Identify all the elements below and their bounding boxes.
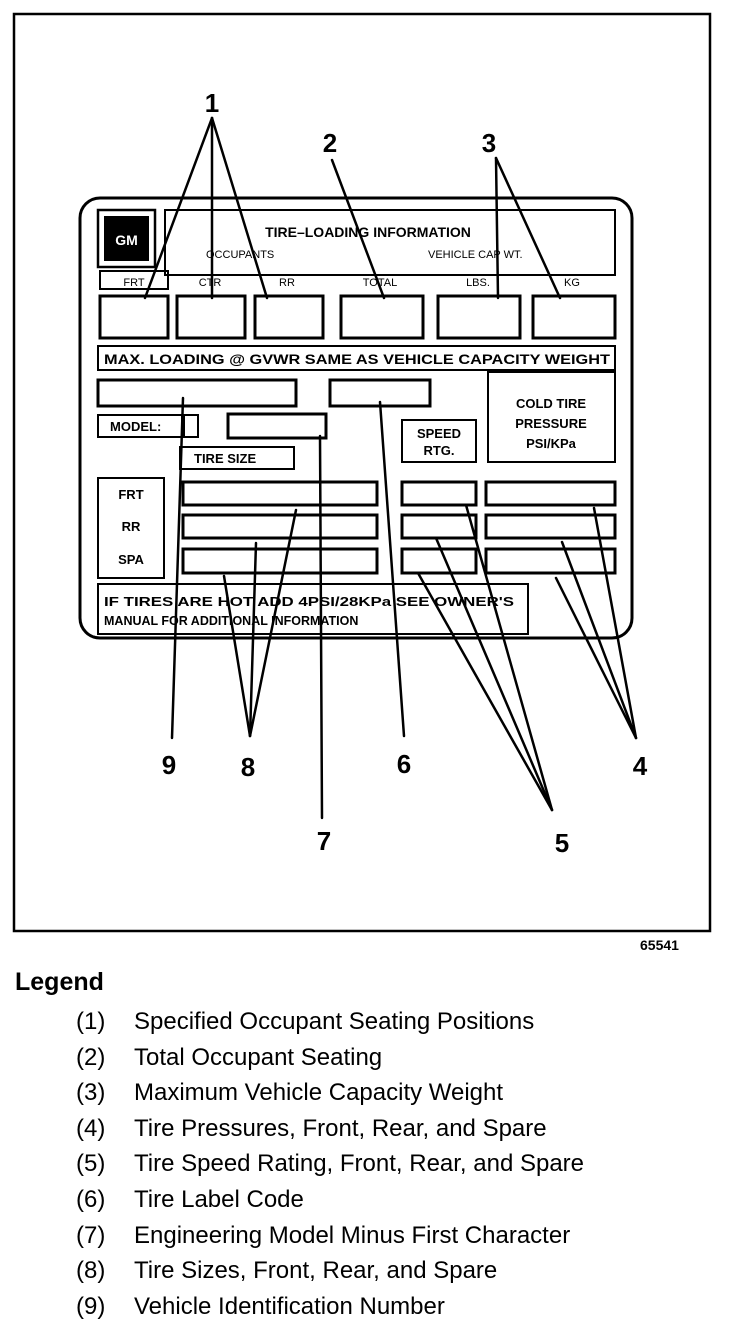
legend-title: Legend <box>15 968 104 996</box>
frt-header-box <box>99 270 169 290</box>
callout-3: 3 <box>482 128 496 158</box>
speed-rtg-line2: RTG. <box>423 443 454 458</box>
legend-item: (8) Tire Sizes, Front, Rear, and Spare <box>76 1253 584 1289</box>
footer-line1: IF TIRES ARE HOT ADD 4PSI/28KPa SEE OWNE… <box>104 595 514 609</box>
callout-8: 8 <box>241 752 255 782</box>
cold-tire-box <box>487 371 616 463</box>
tire-label-outline <box>78 196 634 640</box>
legend-item: (4) Tire Pressures, Front, Rear, and Spar… <box>76 1111 584 1147</box>
legend-list: (1)Specified Occupant Seating Positions … <box>76 1004 584 1324</box>
legend-number: (4) <box>76 1114 106 1142</box>
legend-number: (3) <box>76 1079 106 1107</box>
gm-logo-icon: GM <box>96 208 157 269</box>
cold-tire-line2: PRESSURE <box>515 416 587 431</box>
col-kg: KG <box>564 277 580 289</box>
label-vehicle-cap-wt: VEHICLE CAP WT. <box>428 249 523 261</box>
legend-text: Vehicle Identification Number <box>134 1292 445 1320</box>
row-spa: SPA <box>118 552 144 567</box>
legend-item: (7) Engineering Model Minus First Charact… <box>76 1218 584 1254</box>
model-small-box <box>183 414 199 438</box>
legend-item: (5) Tire Speed Rating, Front, Rear, and S… <box>76 1146 584 1182</box>
total-seating-box <box>339 294 425 340</box>
pressure-frt-box <box>484 480 617 507</box>
label-title: TIRE–LOADING INFORMATION <box>265 224 471 240</box>
svg-text:GM: GM <box>115 232 138 248</box>
row-frt: FRT <box>118 487 143 502</box>
col-rr: RR <box>279 277 295 289</box>
legend-text: Tire Label Code <box>134 1185 304 1213</box>
legend-number: (6) <box>76 1185 106 1213</box>
legend-number: (5) <box>76 1150 106 1178</box>
tire-size-rr-box <box>181 513 379 540</box>
legend-text: Tire Speed Rating, Front, Rear, and Spar… <box>134 1150 585 1178</box>
model-label: MODEL: <box>110 419 161 434</box>
row-rr: RR <box>122 519 141 534</box>
legend-number: (7) <box>76 1221 106 1249</box>
header-box <box>164 209 616 276</box>
col-frt: FRT <box>123 277 144 289</box>
callout-4: 4 <box>633 751 648 781</box>
speed-rtg-line1: SPEED <box>417 426 461 441</box>
legend-number: (1) <box>76 1008 106 1035</box>
callout-5: 5 <box>555 828 569 858</box>
label-occupants: OCCUPANTS <box>206 249 274 261</box>
footer-box <box>97 583 529 635</box>
tire-size-spa-box <box>181 547 379 575</box>
legend-item: (2) Total Occupant Seating <box>76 1040 584 1076</box>
callout-1: 1 <box>205 88 219 118</box>
vin-box <box>96 378 298 408</box>
pressure-rr-box <box>484 513 617 540</box>
row-label-box <box>97 477 165 579</box>
legend-text: Specified Occupant Seating Positions <box>134 1008 535 1035</box>
tire-size-frt-box <box>181 480 379 507</box>
legend-item: (3) Maximum Vehicle Capacity Weight <box>76 1075 584 1111</box>
frt-seating-box <box>98 294 170 340</box>
max-loading-text: MAX. LOADING @ GVWR SAME AS VEHICLE CAPA… <box>104 352 611 367</box>
col-ctr: CTR <box>199 277 222 289</box>
callout-2: 2 <box>323 128 337 158</box>
speed-rtg-box <box>401 419 477 463</box>
legend-text: Engineering Model Minus First Character <box>134 1221 571 1249</box>
legend-item: (6) Tire Label Code <box>76 1182 584 1218</box>
speed-spa-box <box>400 547 478 575</box>
legend-number: (9) <box>76 1292 106 1320</box>
legend-text: Total Occupant Seating <box>134 1043 383 1071</box>
max-loading-box <box>97 345 616 371</box>
cold-tire-line3: PSI/KPa <box>526 436 577 451</box>
tire-size-label: TIRE SIZE <box>194 451 256 466</box>
callout-9: 9 <box>162 750 176 780</box>
legend-text: Tire Sizes, Front, Rear, and Spare <box>134 1257 498 1285</box>
leader-lines <box>143 116 638 820</box>
legend-number: (2) <box>76 1043 106 1071</box>
callout-6: 6 <box>397 749 411 779</box>
rr-seating-box <box>253 294 325 340</box>
cold-tire-line1: COLD TIRE <box>516 396 586 411</box>
callout-7: 7 <box>317 826 331 856</box>
pressure-spa-box <box>484 547 617 575</box>
col-total: TOTAL <box>363 277 397 289</box>
tire-label-diagram: GM TIRE–LOADING INFORMATION OCCUPANTS VE… <box>12 12 712 933</box>
ctr-seating-box <box>175 294 247 340</box>
speed-rr-box <box>400 513 478 540</box>
legend-text: Maximum Vehicle Capacity Weight <box>134 1079 504 1107</box>
kg-box <box>531 294 617 340</box>
figure-frame <box>12 12 712 933</box>
legend-text: Tire Pressures, Front, Rear, and Spare <box>134 1114 547 1142</box>
speed-frt-box <box>400 480 478 507</box>
col-lbs: LBS. <box>466 277 490 289</box>
legend-number: (8) <box>76 1257 106 1285</box>
engineering-model-box <box>226 412 328 440</box>
legend-item: (1) Specified Occupant Seating Positions <box>76 1004 584 1040</box>
lbs-box <box>436 294 522 340</box>
legend-item: (9) Vehicle Identification Number <box>76 1289 584 1325</box>
figure-id: 65541 <box>640 937 679 953</box>
